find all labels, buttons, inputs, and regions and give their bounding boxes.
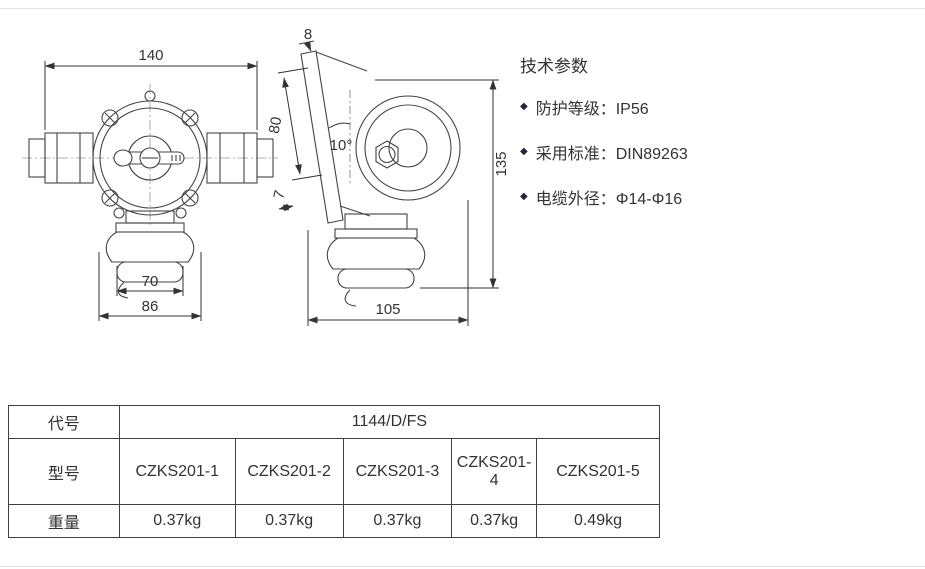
table-weight-cell: 0.37kg: [342, 504, 453, 538]
dim-side-bottom-width-label: 105: [375, 301, 400, 318]
spec-item-cable: ◆ 电缆外径：Φ14-Φ16: [520, 185, 910, 209]
table-row-model: 型号 CZKS201-1 CZKS201-2 CZKS201-3 CZKS201…: [8, 438, 661, 505]
table-header-model: 型号: [8, 438, 120, 505]
front-view-drawing: 140 70 86: [22, 47, 278, 321]
table-header-code: 代号: [8, 405, 120, 439]
spec-table: 代号 1144/D/FS 型号 CZKS201-1 CZKS201-2 CZKS…: [8, 405, 661, 538]
table-model-cell: CZKS201-2: [234, 438, 344, 505]
table-model-cell: CZKS201-4: [451, 438, 537, 505]
dim-front-inner-width-label: 70: [142, 273, 159, 290]
spec-item-protection: ◆ 防护等级：IP56: [520, 95, 910, 119]
side-view-drawing: 8 80 10° 7 135 105: [266, 26, 510, 326]
table-row-code: 代号 1144/D/FS: [8, 405, 661, 439]
diamond-bullet-icon: ◆: [520, 191, 528, 202]
table-model-cell: CZKS201-3: [342, 438, 453, 505]
spec-item-text: 电缆外径：Φ14-Φ16: [535, 191, 683, 208]
page-bottom-rule: [0, 566, 925, 567]
table-row-weight: 重量 0.37kg 0.37kg 0.37kg 0.37kg 0.49kg: [8, 504, 661, 538]
table-code-value: 1144/D/FS: [118, 405, 661, 439]
diamond-bullet-icon: ◆: [520, 101, 528, 112]
page-top-rule: [0, 8, 925, 9]
dim-front-outer-width-label: 86: [142, 298, 159, 315]
table-weight-cell: 0.49kg: [535, 504, 661, 538]
tech-params-title: 技术参数: [520, 57, 588, 76]
technical-drawing: 140 70 86: [20, 26, 525, 368]
dim-side-gap-label: 7: [270, 189, 289, 201]
spec-item-text: 防护等级：IP56: [535, 101, 649, 118]
table-weight-cell: 0.37kg: [118, 504, 236, 538]
table-model-cell: CZKS201-5: [535, 438, 661, 505]
table-weight-cell: 0.37kg: [451, 504, 537, 538]
table-weight-cell: 0.37kg: [234, 504, 344, 538]
dim-side-angle-label: 10°: [330, 137, 353, 154]
spec-item-standard: ◆ 采用标准：DIN89263: [520, 140, 910, 164]
tech-params-panel: 技术参数 ◆ 防护等级：IP56 ◆ 采用标准：DIN89263 ◆ 电缆外径：…: [520, 52, 910, 230]
technical-drawing-svg: 140 70 86: [22, 26, 510, 326]
spec-item-text: 采用标准：DIN89263: [535, 146, 688, 163]
table-model-cell: CZKS201-1: [118, 438, 236, 505]
table-header-weight: 重量: [8, 504, 120, 538]
dim-side-thickness-label: 8: [304, 28, 312, 43]
diamond-bullet-icon: ◆: [520, 146, 528, 157]
dim-side-slant-label: 80: [266, 116, 286, 135]
dim-front-top-width-label: 140: [138, 47, 163, 64]
dim-side-height-label: 135: [493, 151, 510, 176]
